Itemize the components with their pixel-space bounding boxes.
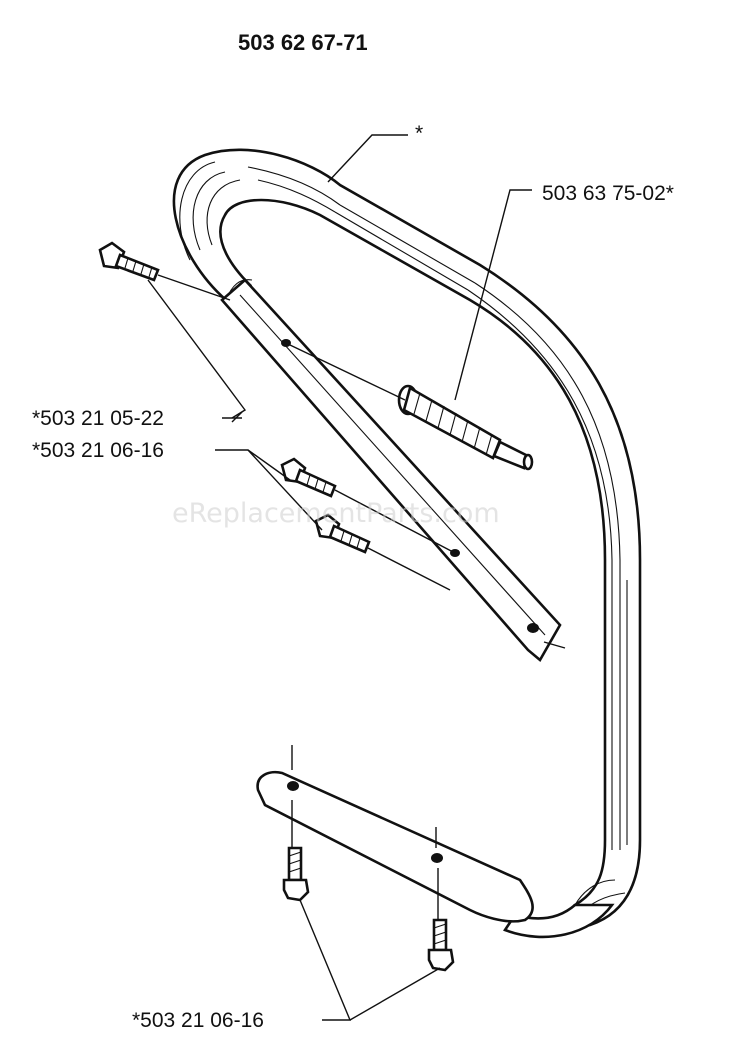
front-handle-bar <box>172 148 642 939</box>
watermark: eReplacementParts.com <box>172 498 500 529</box>
diagram-title: 503 62 67-71 <box>238 30 368 55</box>
callout-handle: * <box>415 122 423 145</box>
callout-bolt-top: *503 21 05-22 <box>32 407 164 430</box>
bottom-mounting-strip <box>256 745 534 923</box>
vibration-buffer <box>397 384 534 471</box>
diagonal-brace <box>220 278 562 662</box>
screw-bottom-left <box>282 846 310 902</box>
leader-lines <box>147 134 566 1021</box>
callout-bolts-bottom: *503 21 06-16 <box>132 1009 264 1032</box>
screw-bottom-right <box>427 918 455 972</box>
screw-mid-1 <box>280 457 337 498</box>
callout-bolts-mid: *503 21 06-16 <box>32 439 164 462</box>
screw-mid-2 <box>314 513 371 554</box>
screw-top <box>98 241 160 282</box>
callout-buffer: 503 63 75-02* <box>542 182 674 205</box>
